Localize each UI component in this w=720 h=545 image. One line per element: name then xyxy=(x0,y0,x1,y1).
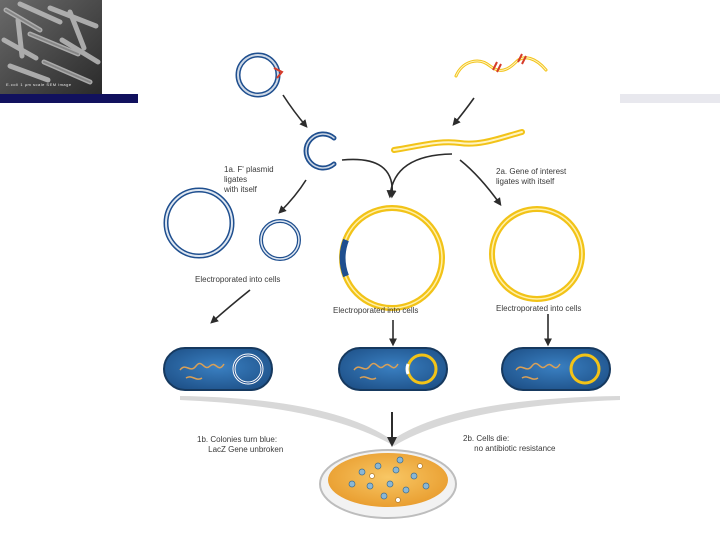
top-plasmid-icon xyxy=(235,52,284,98)
arrow-left-to-cell xyxy=(210,289,251,324)
arrow-gene-self-ligation xyxy=(459,159,502,206)
header-accent-bar-left xyxy=(0,94,138,103)
label-electroporated-left: Electroporated into cells xyxy=(195,275,281,284)
petri-dish xyxy=(319,449,457,519)
label-electroporated-right: Electroporated into cells xyxy=(496,304,582,313)
recombinant-plasmid xyxy=(339,205,445,311)
self-ligated-plasmid-large xyxy=(163,187,235,259)
open-plasmid-icon xyxy=(303,131,337,171)
label-step-2b: 2b. Cells die: no antibiotic resistance xyxy=(463,434,556,453)
blue-colonies xyxy=(348,456,430,500)
converging-sweep xyxy=(180,396,620,447)
sem-micrograph-image xyxy=(0,0,102,94)
flow-arrows xyxy=(210,94,552,347)
label-step-1a: 1a. F' plasmid ligates with itself xyxy=(224,165,274,194)
self-ligated-gene-circle xyxy=(489,206,585,302)
arrow-plasmid-to-open xyxy=(282,94,308,128)
cell-right xyxy=(501,347,611,391)
cell-left xyxy=(163,347,273,391)
micrograph-caption: E.coli 1 μm scale SEM image xyxy=(6,82,72,87)
arrow-recombinant-right xyxy=(386,153,453,199)
arrow-recombinant-left xyxy=(341,158,397,199)
linear-gene-icon xyxy=(391,129,525,153)
gene-fragment-icon xyxy=(454,53,548,78)
label-step-2a: 2a. Gene of interest ligates with itself xyxy=(496,167,567,186)
header-accent-bar-right xyxy=(620,94,720,103)
white-colonies xyxy=(369,463,423,503)
arrow-gene-to-linear xyxy=(452,97,475,126)
label-step-1b: 1b. Colonies turn blue: LacZ Gene unbrok… xyxy=(197,435,284,454)
cell-middle xyxy=(338,347,448,391)
label-electroporated-middle: Electroporated into cells xyxy=(333,306,419,315)
arrow-open-to-self-ligation xyxy=(278,179,307,214)
self-ligated-plasmid-small xyxy=(259,219,301,261)
